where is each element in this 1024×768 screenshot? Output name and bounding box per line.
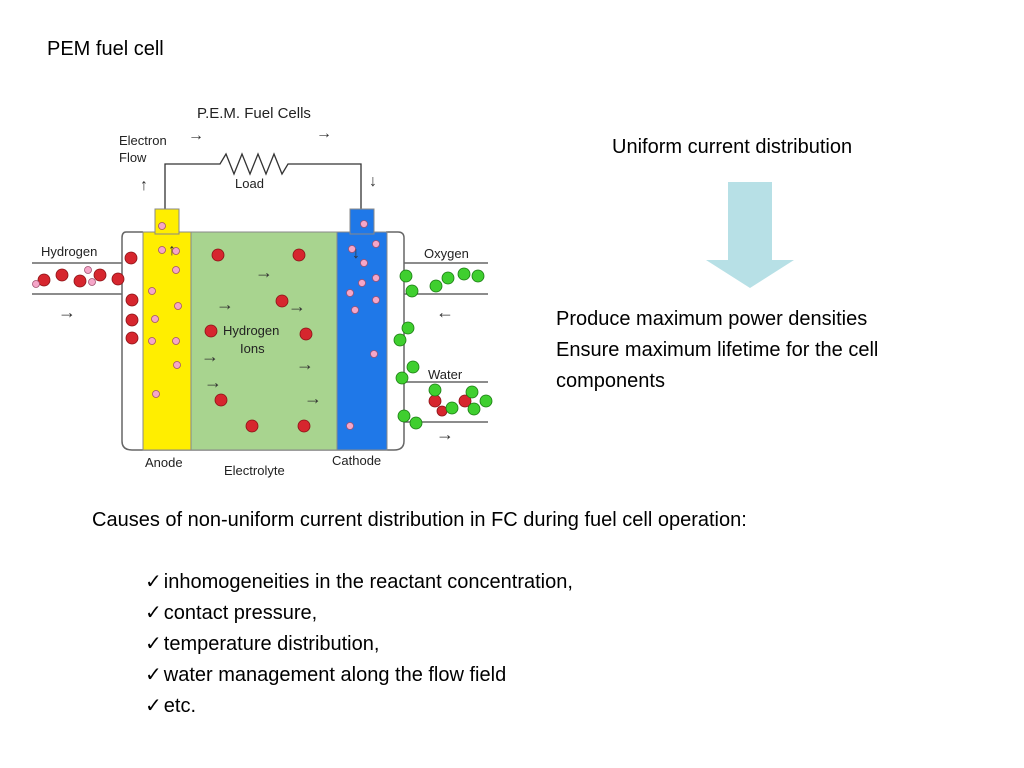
electron-arrow-right-icon-2: → [316,125,332,142]
load-label: Load [235,176,264,191]
slide-title: PEM fuel cell [47,38,164,60]
hydrogen-inflow-arrow-icon: → [58,302,76,322]
svg-text:→: → [216,294,234,314]
svg-text:→: → [304,388,322,408]
list-item: ✓water management along the flow field [145,664,507,686]
oxygen-label: Oxygen [424,246,469,261]
list-item: ✓inhomogeneities in the reactant concent… [145,571,573,593]
causes-list: ✓inhomogeneities in the reactant concent… [145,567,573,722]
anode-terminal [154,208,180,235]
benefits-text: Produce maximum power densities Ensure m… [556,304,878,397]
electron-flow-label-2: Flow [119,150,147,165]
svg-text:→: → [288,296,306,316]
hydrogen-ions-label-1: Hydrogen [223,323,279,338]
ion-flow-arrows: → → → → → → → [201,262,322,408]
water-label: Water [428,367,463,382]
down-arrow-icon [706,182,794,288]
benefit-line-2: Ensure maximum lifetime for the cell [556,339,879,361]
water-outflow-arrow-icon: → [436,424,454,444]
list-item: ✓etc. [145,695,197,717]
cathode-layer [336,231,388,451]
hydrogen-ions-label-2: Ions [240,341,265,356]
uniform-distribution-heading: Uniform current distribution [612,136,853,158]
electron-arrow-right-icon: → [188,127,204,144]
anode-label: Anode [145,455,183,470]
causes-heading: Causes of non-uniform current distributi… [92,509,747,531]
small-ions [32,220,380,430]
svg-text:→: → [204,372,222,392]
load-circuit-wire [164,152,362,214]
anode-up-arrow-icon: ↑ [168,242,176,259]
svg-text:→: → [296,354,314,374]
checkmark-icon: ✓ [145,633,162,655]
list-item: ✓temperature distribution, [145,633,380,655]
checkmark-icon: ✓ [145,571,162,593]
oxygen-inflow-arrow-icon: ← [436,302,454,322]
list-item: ✓contact pressure, [145,602,318,624]
benefit-line-1: Produce maximum power densities [556,308,868,330]
cathode-label: Cathode [332,453,381,468]
electron-arrow-up-icon: ↑ [140,177,148,194]
electrolyte-layer [190,231,338,451]
oxygen-molecules [393,267,493,430]
cathode-down-arrow-icon: ↓ [352,245,360,262]
diagram-title: P.E.M. Fuel Cells [197,105,311,122]
svg-text:→: → [255,262,273,282]
hydrogen-label: Hydrogen [41,244,97,259]
pem-fuel-cell-diagram: P.E.M. Fuel Cells Electron Flow → → ↑ ↓ … [28,98,498,488]
hydrogen-molecules [37,248,472,433]
checkmark-icon: ✓ [145,602,162,624]
electrolyte-label: Electrolyte [224,463,285,478]
benefit-line-3: components [556,370,665,392]
electron-arrow-down-icon: ↓ [369,173,377,190]
checkmark-icon: ✓ [145,664,162,686]
svg-text:→: → [201,346,219,366]
checkmark-icon: ✓ [145,695,162,717]
electron-flow-label-1: Electron [119,133,167,148]
